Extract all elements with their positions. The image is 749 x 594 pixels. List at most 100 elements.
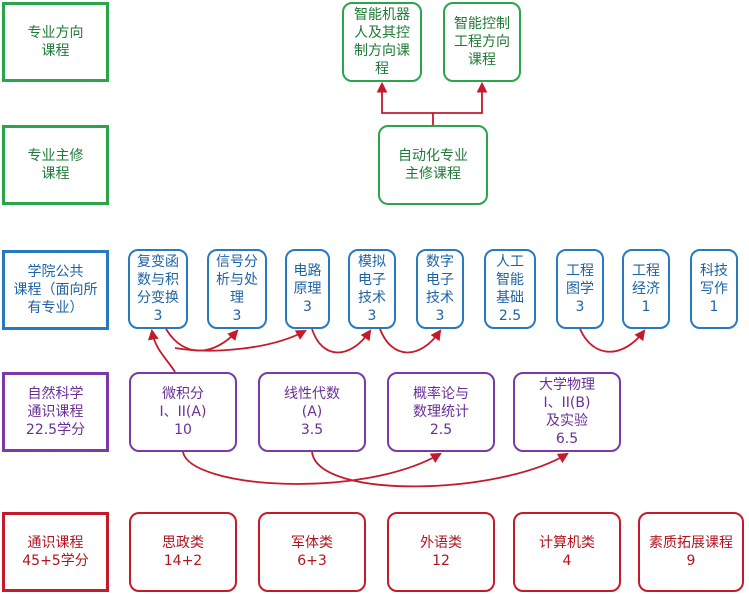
- course-tech-writing: 科技 写作 1: [690, 249, 738, 329]
- course-name-line: 工程方向: [454, 34, 510, 50]
- course-credit: 3: [153, 308, 163, 324]
- course-name-line: 分变换: [137, 290, 179, 306]
- course-name-line: 电路: [293, 263, 322, 279]
- course-name-line: I、II(B): [543, 395, 591, 411]
- course-name-line: 素质拓展课程: [649, 535, 733, 551]
- arrow-circuits-to-analog: [311, 328, 372, 354]
- label-line: 专业方向: [27, 25, 84, 41]
- course-circuits: 电路 原理 3: [285, 249, 330, 329]
- label-line: 学院公共: [27, 264, 84, 280]
- row-label-college: 学院公共 课程（面向所 有专业）: [2, 250, 109, 330]
- row-label-science: 自然科学 通识课程 22.5学分: [2, 372, 109, 452]
- course-name-line: (A): [301, 404, 323, 420]
- course-name-line: 工程: [566, 263, 594, 279]
- course-name-line: 及实验: [546, 413, 588, 429]
- course-name-line: 信号分: [216, 254, 258, 270]
- label-line: 22.5学分: [25, 422, 86, 438]
- row-label-direction: 专业方向 课程: [2, 2, 109, 82]
- course-politics: 思政类 14+2: [129, 512, 237, 592]
- arrow-linear-to-physics: [311, 451, 569, 488]
- course-quality-expansion: 素质拓展课程 9: [638, 512, 744, 592]
- course-control-direction: 智能控制 工程方向 课程: [443, 2, 521, 82]
- course-complex-functions: 复变函 数与积 分变换 3: [128, 249, 188, 329]
- course-credit: 6.5: [555, 431, 579, 447]
- course-name-line: 经济: [632, 281, 660, 297]
- course-name-line: 图学: [566, 281, 594, 297]
- course-name-line: 课程: [468, 52, 496, 68]
- course-name-line: 制方向课: [354, 43, 410, 59]
- label-line: 有专业）: [27, 300, 84, 316]
- course-name-line: 析与处: [216, 272, 258, 288]
- course-name-line: 模拟: [358, 254, 386, 270]
- course-engineering-economics: 工程 经济 1: [622, 249, 670, 329]
- course-credit: 12: [432, 553, 450, 569]
- course-credit: 10: [174, 422, 192, 438]
- course-name-line: 工程: [632, 263, 660, 279]
- course-name-line: 理: [230, 290, 244, 306]
- course-name-line: 程: [375, 61, 389, 77]
- row-label-text: 专业方向 课程: [28, 24, 84, 60]
- course-name-line: 写作: [700, 281, 728, 297]
- course-name-line: 外语类: [420, 535, 462, 551]
- course-name-line: 智能: [496, 272, 524, 288]
- course-probability: 概率论与 数理统计 2.5: [387, 372, 495, 452]
- course-credit: 14+2: [163, 553, 203, 569]
- course-credit: 3: [303, 299, 312, 315]
- course-credit: 6+3: [297, 553, 327, 569]
- course-name-line: 数与积: [137, 272, 179, 288]
- arrow-calculus-to-circuits: [174, 329, 307, 352]
- course-robot-direction: 智能机器 人及其控 制方向课 程: [342, 2, 422, 82]
- course-name-line: 复变函: [137, 254, 179, 270]
- label-line: 通识课程: [27, 404, 84, 420]
- arrow-major-to-robot: [376, 81, 434, 125]
- course-credit: 4: [562, 553, 572, 569]
- course-name-line: 电子: [426, 272, 454, 288]
- label-line: 45+5学分: [22, 553, 89, 569]
- course-calculus: 微积分 I、II(A) 10: [129, 372, 237, 452]
- course-name-line: 大学物理: [539, 377, 595, 393]
- arrow-calculus-to-probability: [182, 451, 442, 485]
- course-credit: 1: [709, 299, 719, 315]
- course-name-line: 技术: [426, 290, 454, 306]
- course-signals: 信号分 析与处 理 3: [207, 249, 267, 329]
- course-credit: 3: [367, 308, 377, 324]
- course-digital-electronics: 数字 电子 技术 3: [416, 249, 464, 329]
- course-name-line: 军体类: [291, 535, 333, 551]
- course-physics: 大学物理 I、II(B) 及实验 6.5: [513, 372, 621, 452]
- label-line: 课程: [41, 43, 70, 59]
- arrow-graphics-to-economics: [579, 328, 646, 353]
- course-name-line: 电子: [358, 272, 386, 288]
- course-name-line: 微积分: [161, 386, 204, 402]
- course-automation-major: 自动化专业 主修课程: [378, 125, 488, 205]
- course-engineering-graphics: 工程 图学 3: [556, 249, 604, 329]
- course-name-line: 人工: [496, 254, 524, 270]
- label-line: 课程: [41, 166, 70, 182]
- row-label-general: 通识课程 45+5学分: [2, 512, 109, 592]
- course-military-pe: 军体类 6+3: [258, 512, 366, 592]
- arrow-analog-to-digital: [379, 328, 442, 354]
- label-line: 专业主修: [27, 148, 84, 164]
- course-credit: 9: [686, 553, 696, 569]
- course-computer: 计算机类 4: [513, 512, 621, 592]
- course-name-line: 科技: [700, 263, 728, 279]
- course-credit: 3: [575, 299, 585, 315]
- course-ai-basics: 人工 智能 基础 2.5: [484, 249, 536, 329]
- arrow-calculus-to-complex: [148, 328, 176, 373]
- course-credit: 3.5: [300, 422, 324, 438]
- course-name-line: 智能控制: [454, 16, 510, 32]
- course-credit: 1: [641, 299, 651, 315]
- course-name-line: 原理: [293, 281, 322, 297]
- course-name-line: I、II(A): [159, 404, 207, 420]
- course-name-line: 自动化专业: [398, 148, 468, 164]
- course-credit: 3: [435, 308, 445, 324]
- course-credit: 2.5: [498, 308, 522, 324]
- course-name-line: 主修课程: [405, 166, 461, 182]
- course-name-line: 线性代数: [284, 386, 340, 402]
- course-name-line: 思政类: [162, 535, 204, 551]
- course-credit: 3: [232, 308, 242, 324]
- course-name-line: 概率论与: [413, 386, 469, 402]
- course-name-line: 人及其控: [354, 25, 410, 41]
- label-line: 课程（面向所: [13, 282, 98, 298]
- course-name-line: 智能机器: [354, 7, 410, 23]
